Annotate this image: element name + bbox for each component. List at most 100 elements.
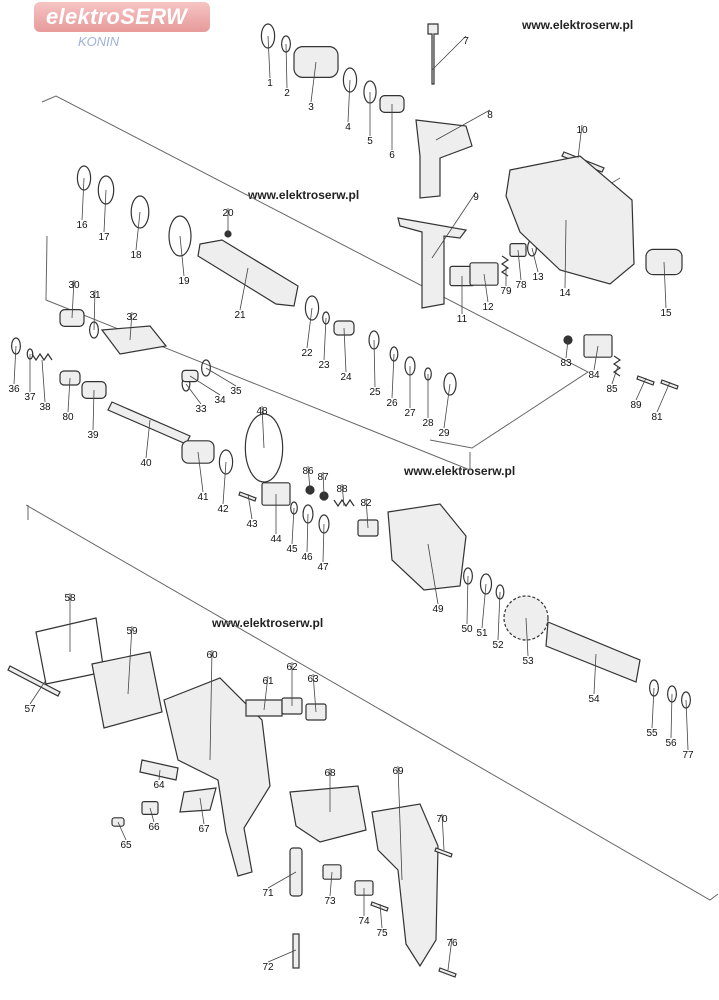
part-43-leader [247,493,253,520]
part-70-label: 70 [436,814,448,825]
part-25-label: 25 [369,387,381,398]
part-11-label: 11 [457,314,468,325]
part-81-label: 81 [651,412,663,423]
part-7-shape [427,23,439,85]
part-64-shape [139,759,179,781]
watermark-url: www.elektroserw.pl [522,18,634,32]
part-89-label: 89 [630,400,642,411]
part-22-shape [304,295,320,321]
part-64-label: 64 [153,780,165,791]
part-40-label: 40 [140,458,152,469]
part-54-label: 54 [588,694,600,705]
part-1-shape [260,23,276,49]
part-77-leader [685,699,689,751]
part-16-shape [76,165,92,191]
part-68-label: 68 [324,768,336,779]
part-72-leader [267,949,297,963]
part-67-label: 67 [198,824,210,835]
part-57-shape [7,665,61,697]
part-51-shape [479,573,493,595]
part-21-label: 21 [234,310,246,321]
part-1-label: 1 [267,78,273,89]
part-24-label: 24 [340,372,352,383]
brand-city: KONIN [78,34,120,49]
part-50-leader [466,575,469,625]
part-30-label: 30 [68,280,80,291]
part-70-shape [434,847,453,858]
part-23-label: 23 [318,360,330,371]
part-25-leader [373,339,376,388]
part-59-shape [91,651,163,729]
part-47-label: 47 [317,562,329,573]
part-63-label: 63 [307,674,319,685]
part-39-label: 39 [87,430,99,441]
part-70-leader [441,813,445,851]
part-4-label: 4 [345,122,351,133]
part-89-shape [636,375,655,386]
part-45-leader [291,507,295,545]
part-3-label: 3 [308,102,314,113]
part-54-shape [545,621,641,683]
part-83-leader [565,339,569,359]
part-75-label: 75 [376,928,388,939]
part-13-label: 13 [532,272,544,283]
part-87-leader [322,471,325,497]
part-29-label: 29 [438,428,450,439]
part-35-label: 35 [230,386,242,397]
part-50-label: 50 [461,624,473,635]
part-2-label: 2 [284,88,290,99]
part-17-shape [97,175,115,205]
part-34-leader [189,375,221,396]
part-78-leader [517,249,522,281]
part-82-label: 82 [360,498,372,509]
watermark-url: www.elektroserw.pl [248,188,360,202]
part-38-leader [41,359,46,403]
part-61-label: 61 [262,676,274,687]
part-33-leader [185,383,202,405]
part-9-leader [431,191,477,259]
part-14-shape [505,155,635,285]
part-12-label: 12 [482,302,494,313]
part-48-shape [244,413,284,483]
part-67-leader [199,797,205,825]
part-43-shape [238,491,257,502]
part-32-label: 32 [126,312,138,323]
part-71-leader [267,871,297,889]
part-89-leader [635,377,647,401]
part-69-shape [371,803,439,968]
assembly-guide-lines [25,95,719,901]
part-22-leader [306,307,313,349]
part-24-leader [343,327,347,373]
part-46-leader [306,513,309,553]
part-86-leader [307,465,311,491]
part-75-shape [370,901,389,912]
part-88-leader [341,483,345,507]
part-85-shape [612,355,622,377]
part-34-label: 34 [214,395,226,406]
part-23-leader [323,317,327,361]
part-49-shape [387,503,467,591]
part-87-label: 87 [317,472,329,483]
part-79-label: 79 [500,286,512,297]
part-81-leader [656,381,671,413]
part-68-shape [289,785,367,843]
part-76-leader [447,937,453,971]
part-52-label: 52 [492,640,504,651]
watermark-url: www.elektroserw.pl [404,464,516,478]
part-29-leader [443,383,451,429]
part-18-label: 18 [130,250,142,261]
part-81-shape [660,379,679,390]
part-43-label: 43 [246,519,258,530]
watermark-url: www.elektroserw.pl [212,616,324,630]
brand-logo: elektroSERW [34,2,210,32]
part-83-label: 83 [560,358,572,369]
part-4-leader [347,79,351,123]
part-41-leader [197,451,204,493]
part-7-leader [431,35,467,71]
part-8-leader [435,109,491,141]
part-21-leader [239,267,249,311]
part-21-shape [197,239,299,307]
part-49-leader [427,543,439,605]
part-65-leader [117,821,127,841]
